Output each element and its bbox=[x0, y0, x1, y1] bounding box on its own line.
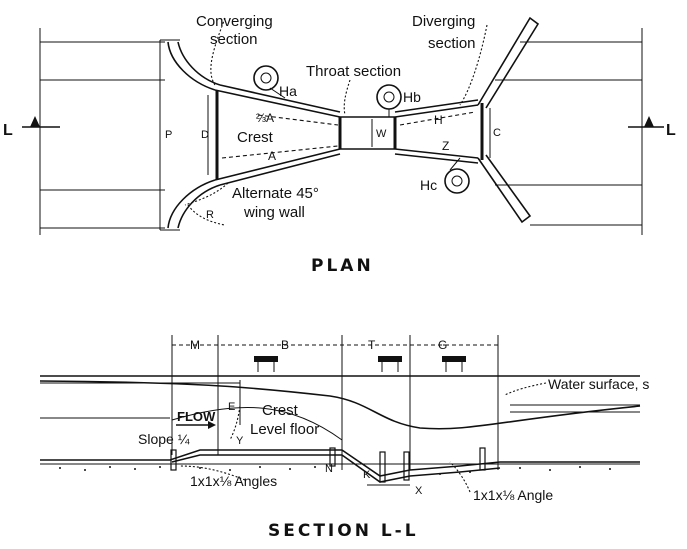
converging-label: Converging bbox=[196, 13, 273, 30]
e-label: E bbox=[228, 401, 235, 413]
angle-post-5 bbox=[479, 447, 486, 471]
outlet-wing-upper bbox=[477, 16, 540, 109]
w-label: W bbox=[376, 128, 387, 140]
level-floor-label: Level floor bbox=[250, 421, 319, 438]
section-crest-label: Crest bbox=[262, 402, 299, 419]
angle-post-4 bbox=[403, 451, 410, 481]
gauge-ha-icon bbox=[253, 65, 286, 99]
alternate-wall-leader bbox=[184, 182, 229, 206]
diverging-wall-lower-b bbox=[394, 153, 479, 164]
diverging-leader bbox=[459, 24, 488, 106]
diverging-label: Diverging bbox=[412, 13, 475, 30]
h-dimension bbox=[399, 111, 476, 126]
crest-curve bbox=[171, 407, 343, 441]
angle-post-1 bbox=[170, 449, 177, 471]
diverging-wall-upper-a bbox=[394, 104, 479, 118]
diverging-wall-lower-a bbox=[394, 148, 479, 159]
section-view: M B T G E Crest Level floor FLOW Slope ¼… bbox=[39, 335, 649, 541]
diverging-wall-upper-b bbox=[394, 99, 479, 113]
slope-label: Slope ¼ bbox=[138, 431, 190, 447]
hb-label: Hb bbox=[403, 89, 421, 105]
two-thirds-a-label: ⅔A bbox=[256, 111, 274, 125]
x-label: X bbox=[415, 485, 423, 497]
converging-wall-lower-b bbox=[219, 153, 341, 186]
water-leader bbox=[504, 382, 547, 396]
plan-view: Converging section Diverging section Thr… bbox=[3, 13, 676, 276]
angle-post-3 bbox=[379, 451, 386, 483]
section-title: SECTION L-L bbox=[268, 521, 419, 541]
ground-hatch bbox=[59, 466, 611, 475]
outlet-wing-lower bbox=[477, 154, 532, 224]
converging-wall-upper-b bbox=[219, 84, 341, 113]
water-surface-curve bbox=[39, 380, 641, 430]
converging-label-2: section bbox=[210, 31, 258, 48]
n-label: N bbox=[325, 463, 333, 475]
t-label: T bbox=[368, 338, 376, 352]
gauge-hc-icon bbox=[444, 157, 470, 194]
section-gauge-a-icon bbox=[254, 356, 278, 372]
throat-leader bbox=[343, 79, 351, 116]
section-gauge-c-icon bbox=[442, 356, 466, 372]
entrance-wall-lower-outer bbox=[167, 179, 216, 229]
angle-label: 1x1x⅛ Angle bbox=[473, 487, 553, 503]
angle-post-2 bbox=[329, 447, 336, 467]
plan-title: PLAN bbox=[311, 256, 374, 276]
section-marker-left-icon bbox=[22, 116, 60, 128]
h-label: H bbox=[434, 113, 443, 127]
throat-label: Throat section bbox=[306, 63, 401, 80]
converging-leader bbox=[210, 17, 226, 86]
gauge-hb-icon bbox=[376, 84, 402, 117]
l-right-label: L bbox=[666, 122, 676, 139]
r-label: R bbox=[206, 209, 214, 221]
section-marker-right-icon bbox=[628, 116, 664, 128]
a-label: A bbox=[268, 149, 276, 163]
p-label: P bbox=[165, 129, 172, 141]
ha-label: Ha bbox=[279, 83, 297, 99]
y-label: Y bbox=[236, 435, 244, 447]
k-label: K bbox=[363, 469, 371, 481]
alternate-label: Alternate 45° bbox=[232, 185, 319, 202]
c-label: C bbox=[493, 127, 501, 139]
g-label: G bbox=[438, 338, 447, 352]
flow-label: FLOW bbox=[177, 409, 216, 424]
a-dimension bbox=[221, 145, 339, 159]
section-gauge-b-icon bbox=[378, 356, 402, 372]
hc-label: Hc bbox=[420, 177, 437, 193]
crest-label: Crest bbox=[237, 129, 274, 146]
entrance-wall-upper-inner bbox=[177, 41, 221, 86]
b-label: B bbox=[281, 338, 289, 352]
diverging-label-2: section bbox=[428, 35, 476, 52]
angles-label: 1x1x⅛ Angles bbox=[190, 473, 277, 489]
l-left-label: L bbox=[3, 122, 13, 139]
crest-leader bbox=[229, 405, 241, 441]
d-label: D bbox=[201, 129, 209, 141]
converging-wall-lower-a bbox=[214, 148, 341, 181]
angle-leader bbox=[449, 461, 471, 493]
floor-profile bbox=[40, 449, 640, 477]
entrance-wall-lower-inner bbox=[177, 184, 221, 229]
entrance-wall-upper-outer bbox=[167, 41, 216, 91]
converging-wall-upper-a bbox=[214, 89, 341, 118]
water-surface-label: Water surface, s bbox=[548, 376, 649, 392]
z-label: Z bbox=[442, 139, 449, 153]
wing-wall-label: wing wall bbox=[243, 204, 305, 221]
m-label: M bbox=[190, 338, 200, 352]
angles-leader bbox=[179, 465, 246, 481]
